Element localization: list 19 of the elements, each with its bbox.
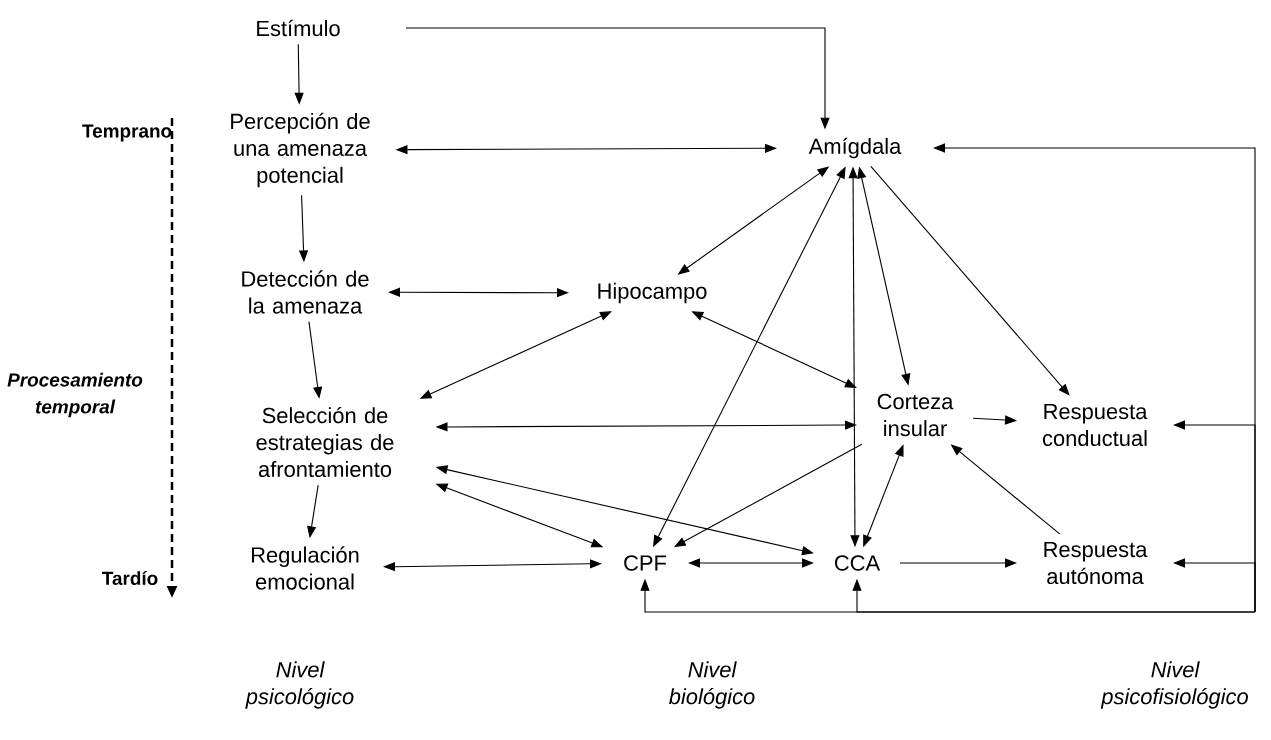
concept-label: Selección de estrategias de afrontamiento	[256, 406, 394, 478]
concept-label: Corteza insular	[877, 393, 954, 437]
axis-label: Tardío	[102, 570, 158, 586]
axis-label: Procesamiento temporal	[7, 372, 143, 418]
axis-label: Nivel psicofisiológico	[1100, 661, 1248, 709]
concept-label: Respuesta autónoma	[1044, 541, 1148, 585]
axis-label: Temprano	[82, 124, 172, 142]
arrow	[870, 165, 1070, 396]
concept-label: Detección de la amenaza	[242, 270, 369, 314]
concept-label: CPF	[624, 555, 667, 571]
concept-label: Estímulo	[257, 19, 340, 37]
axis-label: Nivel biológico	[669, 661, 755, 709]
concept-label: Respuesta conductual	[1042, 403, 1148, 447]
concept-label: Amígdala	[808, 137, 902, 159]
axis-label: Nivel psicológico	[245, 661, 354, 709]
concept-label: CCA	[835, 555, 881, 571]
concept-label: Percepción de una amenaza potencial	[231, 112, 370, 188]
concept-label: Regulación emocional	[251, 546, 359, 590]
concept-label: Hipocampo	[598, 282, 707, 304]
